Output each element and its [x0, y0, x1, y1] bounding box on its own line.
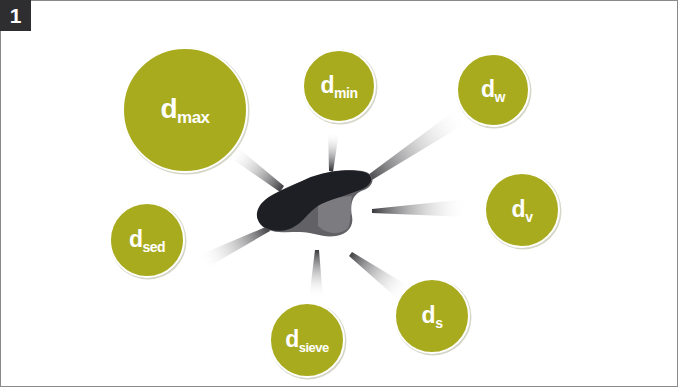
size-circle: dw	[454, 51, 532, 129]
size-circle: dmax	[120, 45, 250, 175]
size-symbol: dv	[512, 196, 533, 225]
size-circle: dsieve	[267, 300, 347, 380]
size-circle: dv	[482, 170, 562, 250]
size-circle: dsed	[107, 200, 187, 280]
size-symbol: dsieve	[285, 326, 329, 355]
size-symbol: dmax	[160, 93, 209, 128]
size-symbol: ds	[422, 302, 443, 331]
size-symbol: dsed	[129, 226, 165, 255]
particle-shape	[257, 170, 373, 236]
size-circle: dmin	[300, 47, 378, 125]
size-symbol: dw	[481, 76, 505, 105]
size-circle: ds	[392, 276, 472, 356]
figure-number: 1	[0, 0, 31, 31]
size-symbol: dmin	[321, 72, 358, 101]
